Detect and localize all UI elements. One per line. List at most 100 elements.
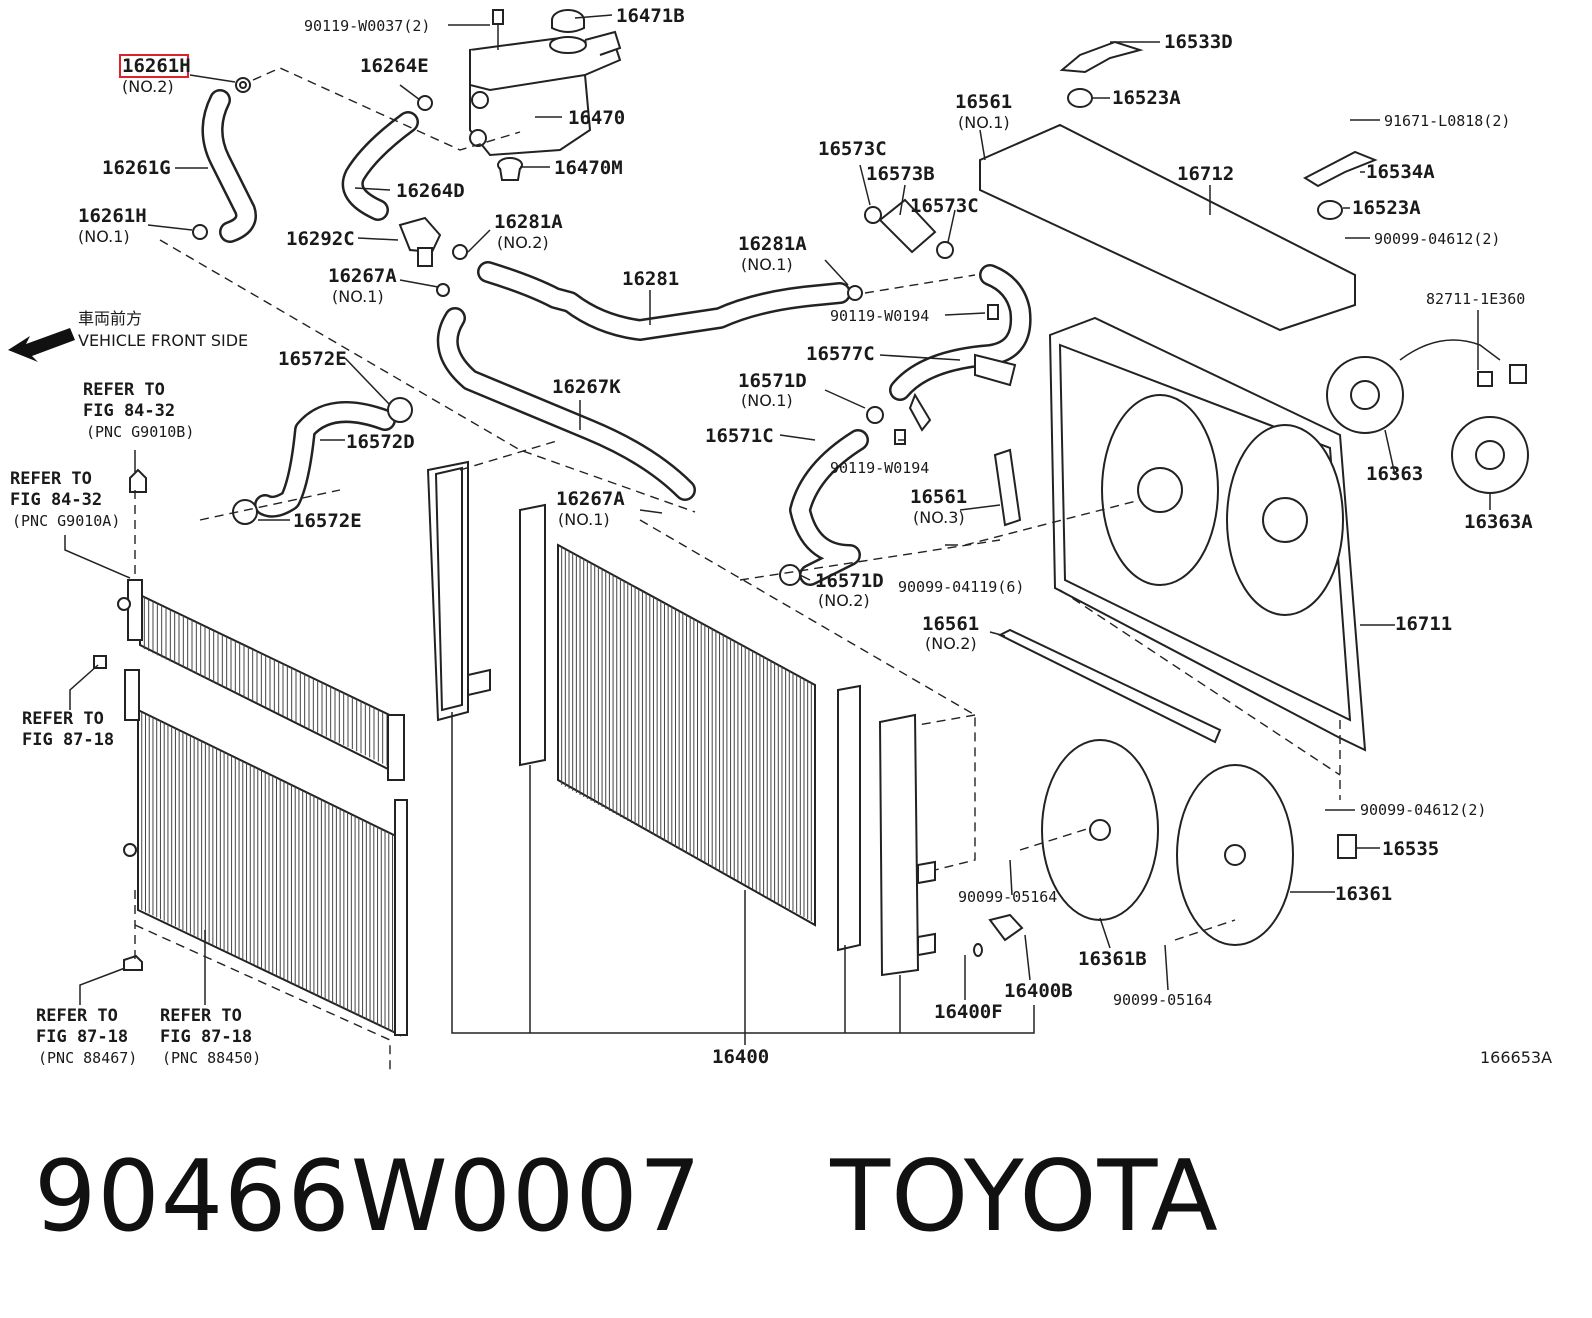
- label-90099-04612-a[interactable]: 90099-04612(2): [1374, 230, 1500, 248]
- label-90119-w0037[interactable]: 90119-W0037(2): [304, 17, 430, 35]
- label-16571d-no1[interactable]: 16571D: [738, 370, 807, 392]
- figure-id: 166653A: [1480, 1048, 1552, 1067]
- label-16561-no3-sub: (NO.3): [913, 508, 965, 527]
- motor-connector: [1399, 339, 1527, 387]
- vehicle-front-arrow: [8, 328, 75, 362]
- seal-left: [519, 503, 546, 767]
- label-16281[interactable]: 16281: [622, 268, 679, 290]
- label-16281a-no2-sub: (NO.2): [497, 233, 549, 252]
- ref-1-line-1[interactable]: REFER TO: [83, 380, 165, 400]
- label-90099-05164-b[interactable]: 90099-05164: [1113, 991, 1212, 1009]
- ref-2-line-1[interactable]: REFER TO: [10, 469, 92, 489]
- label-16561-no2-sub: (NO.2): [925, 634, 977, 653]
- front-side-cn: 車両前方: [78, 309, 142, 328]
- label-16267a-no1[interactable]: 16267A: [328, 265, 397, 287]
- hose-16267k: [436, 307, 696, 501]
- joint-16292c: [398, 216, 442, 267]
- label-16571d-no1-sub: (NO.1): [741, 391, 793, 410]
- clamp-16572e-a: [387, 397, 413, 423]
- label-16535[interactable]: 16535: [1382, 838, 1439, 860]
- hose-16577c: [889, 264, 1032, 432]
- ref-4-line-2[interactable]: FIG 87-18: [36, 1027, 128, 1047]
- label-16281a-no2[interactable]: 16281A: [494, 211, 563, 233]
- ref-2-line-3[interactable]: (PNC G9010A): [12, 512, 120, 530]
- ref-3-line-1[interactable]: REFER TO: [22, 709, 104, 729]
- label-16572e-a[interactable]: 16572E: [278, 348, 347, 370]
- label-16571d-no2[interactable]: 16571D: [815, 570, 884, 592]
- ref-5-line-2[interactable]: FIG 87-18: [160, 1027, 252, 1047]
- ref-bolt-a: [129, 468, 147, 493]
- label-16400f[interactable]: 16400F: [934, 1001, 1003, 1023]
- bolt-90119-w0194-a: [987, 304, 999, 320]
- label-16361[interactable]: 16361: [1335, 883, 1392, 905]
- hose-16261g: [201, 89, 257, 243]
- label-16561-no3[interactable]: 16561: [910, 486, 967, 508]
- label-16267k[interactable]: 16267K: [552, 376, 621, 398]
- label-16561-no2[interactable]: 16561: [922, 613, 979, 635]
- label-16523a-a[interactable]: 16523A: [1112, 87, 1181, 109]
- label-16361b[interactable]: 16361B: [1078, 948, 1147, 970]
- label-16571c[interactable]: 16571C: [705, 425, 774, 447]
- cushion-16523a-a: [1067, 88, 1093, 108]
- label-16264e[interactable]: 16264E: [360, 55, 429, 77]
- ref-4-line-1[interactable]: REFER TO: [36, 1006, 118, 1026]
- ref-2-line-2[interactable]: FIG 84-32: [10, 490, 102, 510]
- label-16363a[interactable]: 16363A: [1464, 511, 1533, 533]
- parts-diagram: 16471B 90119-W0037(2) 16261H (NO.2) 1626…: [8, 5, 1552, 1075]
- ref-3-line-2[interactable]: FIG 87-18: [22, 730, 114, 750]
- ref-1-line-3[interactable]: (PNC G9010B): [86, 423, 194, 441]
- label-16264d[interactable]: 16264D: [396, 180, 465, 202]
- ref-4-line-3[interactable]: (PNC 88467): [38, 1049, 137, 1067]
- label-16577c[interactable]: 16577C: [806, 343, 875, 365]
- label-90099-04119[interactable]: 90099-04119(6): [898, 578, 1024, 596]
- label-16281a-no1[interactable]: 16281A: [738, 233, 807, 255]
- label-16561-no1[interactable]: 16561: [955, 91, 1012, 113]
- label-90119-w0194-a[interactable]: 90119-W0194: [830, 307, 929, 325]
- ref-1-line-2[interactable]: FIG 84-32: [83, 401, 175, 421]
- ref-5-line-1[interactable]: REFER TO: [160, 1006, 242, 1026]
- condenser-lower: [123, 669, 408, 1037]
- label-16363[interactable]: 16363: [1366, 463, 1423, 485]
- label-16261h-top[interactable]: 16261H: [122, 55, 191, 77]
- label-16573b[interactable]: 16573B: [866, 163, 935, 185]
- label-16573c-b[interactable]: 16573C: [910, 195, 979, 217]
- label-91671[interactable]: 91671-L0818(2): [1384, 112, 1510, 130]
- condenser-upper: [117, 579, 405, 781]
- label-16711[interactable]: 16711: [1395, 613, 1452, 635]
- ref-cap: [123, 954, 143, 971]
- label-16533d[interactable]: 16533D: [1164, 31, 1233, 53]
- label-16400[interactable]: 16400: [712, 1046, 769, 1068]
- label-90099-04612-b[interactable]: 90099-04612(2): [1360, 801, 1486, 819]
- label-16470[interactable]: 16470: [568, 107, 625, 129]
- label-16261h-sub: (NO.1): [78, 227, 130, 246]
- hose-16572d: [254, 401, 396, 518]
- clamp-16267a-no1-top: [436, 283, 450, 297]
- label-16534a[interactable]: 16534A: [1366, 161, 1435, 183]
- clamp-16571d-no1: [866, 406, 884, 424]
- label-90099-05164-a[interactable]: 90099-05164: [958, 888, 1057, 906]
- fan-motor-16363a: [1451, 416, 1529, 494]
- label-82711[interactable]: 82711-1E360: [1426, 290, 1525, 308]
- label-16400b[interactable]: 16400B: [1004, 980, 1073, 1002]
- label-16523a-b[interactable]: 16523A: [1352, 197, 1421, 219]
- grommet-16470m: [497, 157, 523, 181]
- label-16573c-a[interactable]: 16573C: [818, 138, 887, 160]
- seal-16561-no2: [997, 628, 1222, 744]
- front-side-en: VEHICLE FRONT SIDE: [78, 331, 248, 350]
- leader-lines: [64, 14, 1491, 1005]
- part-number: 90466W0007: [34, 1140, 703, 1254]
- label-16572e-b[interactable]: 16572E: [293, 510, 362, 532]
- label-16470m[interactable]: 16470M: [554, 157, 623, 179]
- ref-5-line-3[interactable]: (PNC 88450): [162, 1049, 261, 1067]
- label-16292c[interactable]: 16292C: [286, 228, 355, 250]
- label-16267a-no1-b[interactable]: 16267A: [556, 488, 625, 510]
- clamp-16261h-no2: [235, 77, 251, 93]
- label-16471b[interactable]: 16471B: [616, 5, 685, 27]
- label-16712[interactable]: 16712: [1177, 163, 1234, 185]
- label-16572d[interactable]: 16572D: [346, 431, 415, 453]
- label-16261h[interactable]: 16261H: [78, 205, 147, 227]
- label-16261g[interactable]: 16261G: [102, 157, 171, 179]
- label-90119-w0194-b[interactable]: 90119-W0194: [830, 459, 929, 477]
- reservoir-cap: [551, 9, 585, 33]
- bracket-16533d: [1059, 40, 1144, 74]
